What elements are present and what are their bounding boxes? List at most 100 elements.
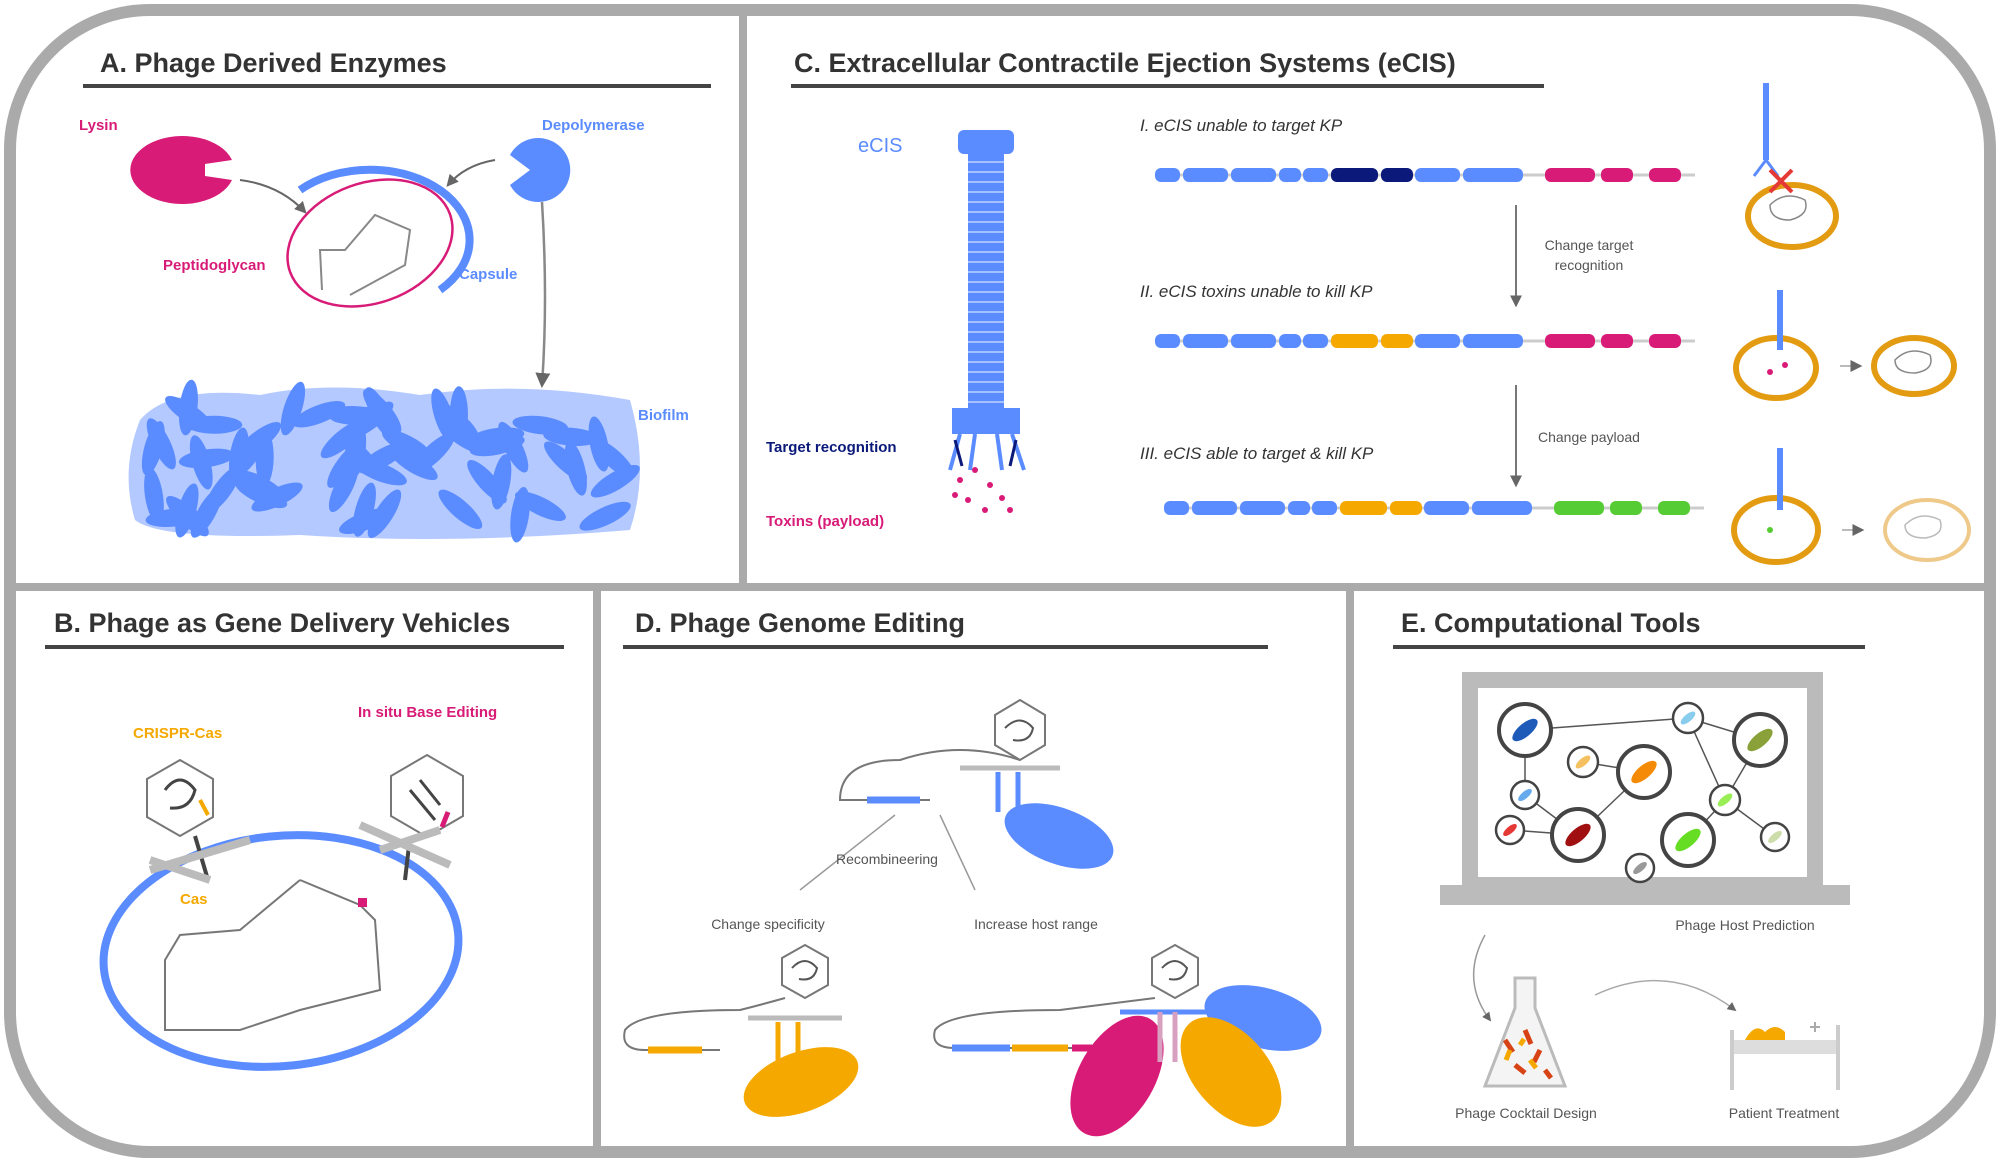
blocked-icon [1768,168,1794,194]
bacterium-rod [512,415,569,435]
network-node [1708,783,1742,817]
gene [1183,334,1228,348]
lysin-enzyme-icon [130,136,232,204]
gene [1331,334,1378,348]
bacterium-rod [235,421,282,460]
network-node [1671,701,1705,735]
network-node [1566,745,1600,779]
gene [1381,334,1413,348]
bacterium-rod [579,501,631,531]
bacterium-rod [588,416,610,472]
gene [1331,168,1378,182]
network-node [1550,807,1606,863]
toxin-dot [957,477,963,483]
bacterium-rod [467,459,507,504]
change-target-label: Change target [1545,237,1634,253]
bacterium-rod [189,435,213,490]
bacterium-rod [339,508,392,534]
network-node [1624,852,1656,884]
gene [1192,501,1237,515]
phage-specificity-icon [623,943,859,1117]
gene [1231,168,1276,182]
gene [1279,334,1301,348]
toxin-dot [982,507,988,513]
host-prediction-label: Phage Host Prediction [1675,917,1814,933]
panel-d: D. Phage Genome Editing Recombineering C… [623,608,1322,1137]
laptop-icon [1440,672,1850,905]
gene [1649,168,1681,182]
gene [1554,501,1604,515]
network-node [1509,779,1541,811]
row-3-label: III. eCIS able to target & kill KP [1140,444,1374,463]
bacterium-rod [144,468,164,524]
panel-c: C. Extracellular Contractile Ejection Sy… [766,48,1971,565]
gene [1424,501,1469,515]
gene [1649,334,1681,348]
depolymerase-enzyme-icon [510,138,571,202]
gene [1601,168,1633,182]
gene [1610,501,1642,515]
crispr-cas-label: CRISPR-Cas [133,725,222,742]
row-2-label: II. eCIS toxins unable to kill KP [1140,282,1373,301]
bacterium-rod [280,381,306,436]
network-node [1616,744,1672,800]
gene [1415,168,1460,182]
patient-bed-icon [1730,1022,1840,1090]
target-recognition-label: Target recognition [766,439,897,456]
panel-c-title: C. Extracellular Contractile Ejection Sy… [794,48,1456,78]
operon-row-3 [1164,501,1704,515]
capsule-label: Capsule [459,266,517,283]
panel-b: B. Phage as Gene Delivery Vehicles CRISP… [45,608,564,1071]
bacterial-cell [99,831,463,1071]
bacterium-rod [364,387,395,439]
network-node [1660,812,1716,868]
gene [1155,334,1180,348]
bacterium-rod [590,464,640,498]
panel-b-title: B. Phage as Gene Delivery Vehicles [54,608,510,638]
bacterium-rod [412,432,455,474]
gene [1340,501,1387,515]
gene [1183,168,1228,182]
toxin-dot [999,495,1005,501]
gene [1279,168,1301,182]
bacterium-rod [431,388,456,443]
toxin-dot [1007,507,1013,513]
biofilm-bacteria [141,379,640,543]
gene [1231,334,1276,348]
bacterium-rod [469,434,525,457]
change-payload-label: Change payload [1538,429,1640,445]
panel-a: A. Phage Derived Enzymes Lysin Depolymer… [79,48,711,543]
operon-row-1 [1155,168,1695,182]
phage-host-network [1494,701,1791,884]
gene [1545,334,1595,348]
depolymerase-label: Depolymerase [542,117,645,134]
gene [1312,501,1337,515]
cell-row-3 [1731,448,1971,565]
gene-operons [1155,168,1704,515]
toxins-label: Toxins (payload) [766,513,884,530]
cas-label: Cas [180,891,208,908]
cell-row-2 [1733,290,1957,401]
toxin-dot [952,492,958,498]
base-editing-label: In situ Base Editing [358,704,497,721]
ecis-structure-icon [948,130,1026,471]
chromosome [318,213,412,296]
toxin-dot [965,497,971,503]
network-node [1732,712,1788,768]
peptidoglycan-label: Peptidoglycan [163,257,266,274]
recombineering-label: Recombineering [836,851,938,867]
biofilm-label: Biofilm [638,407,689,424]
gene [1415,334,1460,348]
toxin-particles [952,467,1013,513]
patient-treatment-label: Patient Treatment [1729,1105,1840,1121]
panel-a-title: A. Phage Derived Enzymes [100,48,447,78]
phage-base-editor-icon [358,753,464,881]
panel-d-title: D. Phage Genome Editing [635,608,965,638]
flask-icon [1482,976,1568,1088]
gene [1601,334,1633,348]
bacterium-rod [327,441,364,488]
increase-host-range-label: Increase host range [974,916,1098,932]
bacterium-rod [438,489,483,530]
gene [1155,168,1180,182]
